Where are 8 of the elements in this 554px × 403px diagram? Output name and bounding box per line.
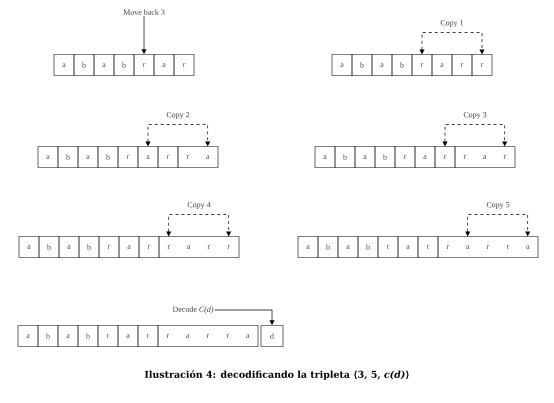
copy-arrow <box>166 214 232 236</box>
phrase-box <box>158 236 240 258</box>
phrase-box <box>178 146 218 168</box>
phrase-box <box>438 236 538 258</box>
phrase-box <box>158 325 258 347</box>
caption: Ilustración 4: decodificando la tripleta ⟨3, 5, c(d)⟩ <box>144 370 409 380</box>
copy-arrow <box>465 214 530 236</box>
phrase-box <box>454 146 516 168</box>
